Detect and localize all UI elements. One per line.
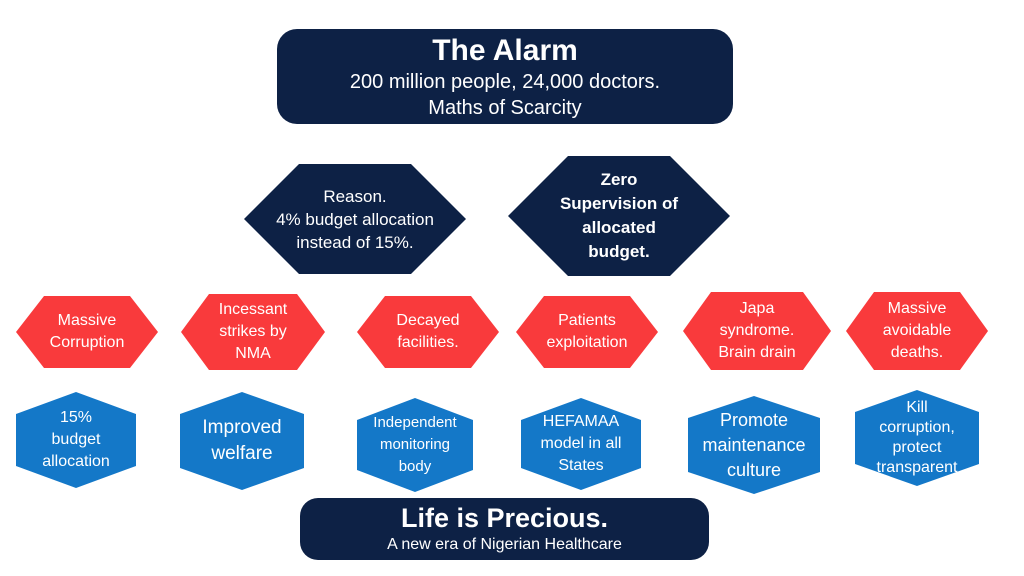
solution-kill-corruption: Kill corruption, protect transparent [855, 390, 979, 486]
hexagon-shape [181, 294, 325, 370]
hexagon-shape [16, 296, 158, 368]
hexagon-shape [846, 292, 988, 370]
hexagon-shape [688, 396, 820, 494]
diamond-shape [244, 164, 466, 274]
alarm-line-2: Maths of Scarcity [428, 97, 582, 119]
hexagon-shape [516, 296, 658, 368]
conclusion-box: Life is Precious. A new era of Nigerian … [300, 498, 709, 560]
hexagon-shape [855, 390, 979, 486]
problem-brain-drain: Japa syndrome. Brain drain [683, 292, 831, 370]
reason-diamond-budget: Reason. 4% budget allocation instead of … [244, 164, 466, 274]
hexagon-shape [521, 398, 641, 490]
problem-facilities: Decayed facilities. [357, 296, 499, 368]
solution-welfare: Improved welfare [180, 392, 304, 490]
solution-hefamaa: HEFAMAA model in all States [521, 398, 641, 490]
problem-corruption: Massive Corruption [16, 296, 158, 368]
hexagon-shape [357, 398, 473, 492]
alarm-box: The Alarm 200 million people, 24,000 doc… [277, 29, 733, 124]
hexagon-shape [357, 296, 499, 368]
reason-label-supervision: Zero Supervision of allocated budget. [559, 170, 679, 261]
problem-label: Massive avoidable deaths. [882, 300, 952, 361]
problem-label: Decayed facilities. [396, 312, 460, 351]
hexagon-shape [180, 392, 304, 490]
conclusion-title: Life is Precious. [400, 503, 609, 533]
problem-strikes: Incessant strikes by NMA [181, 294, 325, 370]
problem-deaths: Massive avoidable deaths. [846, 292, 988, 370]
problem-label: Japa syndrome. Brain drain [718, 300, 796, 361]
conclusion-subtitle: A new era of Nigerian Healthcare [387, 536, 622, 553]
alarm-title: The Alarm [432, 34, 578, 67]
hexagon-shape [683, 292, 831, 370]
reason-label-budget: Reason. 4% budget allocation instead of … [276, 186, 434, 252]
solution-label: Improved welfare [202, 417, 282, 464]
alarm-line-1: 200 million people, 24,000 doctors. [349, 71, 661, 93]
solution-label: HEFAMAA model in all States [540, 413, 622, 474]
solution-label: Promote maintenance culture [702, 409, 806, 480]
solution-label: 15% budget allocation [42, 409, 110, 470]
diamond-shape [508, 156, 730, 276]
solution-budget: 15% budget allocation [16, 392, 136, 488]
reason-diamond-supervision: Zero Supervision of allocated budget. [508, 156, 730, 276]
problem-label: Massive Corruption [49, 312, 125, 351]
solution-label: Kill corruption, protect transparent [876, 399, 958, 476]
problem-label: Incessant strikes by NMA [218, 301, 288, 362]
problem-exploitation: Patients exploitation [516, 296, 658, 368]
solution-maintenance: Promote maintenance culture [688, 396, 820, 494]
problem-label: Patients exploitation [546, 312, 628, 351]
solution-monitoring: Independent monitoring body [357, 398, 473, 492]
solution-label: Independent monitoring body [373, 414, 457, 475]
hexagon-shape [16, 392, 136, 488]
